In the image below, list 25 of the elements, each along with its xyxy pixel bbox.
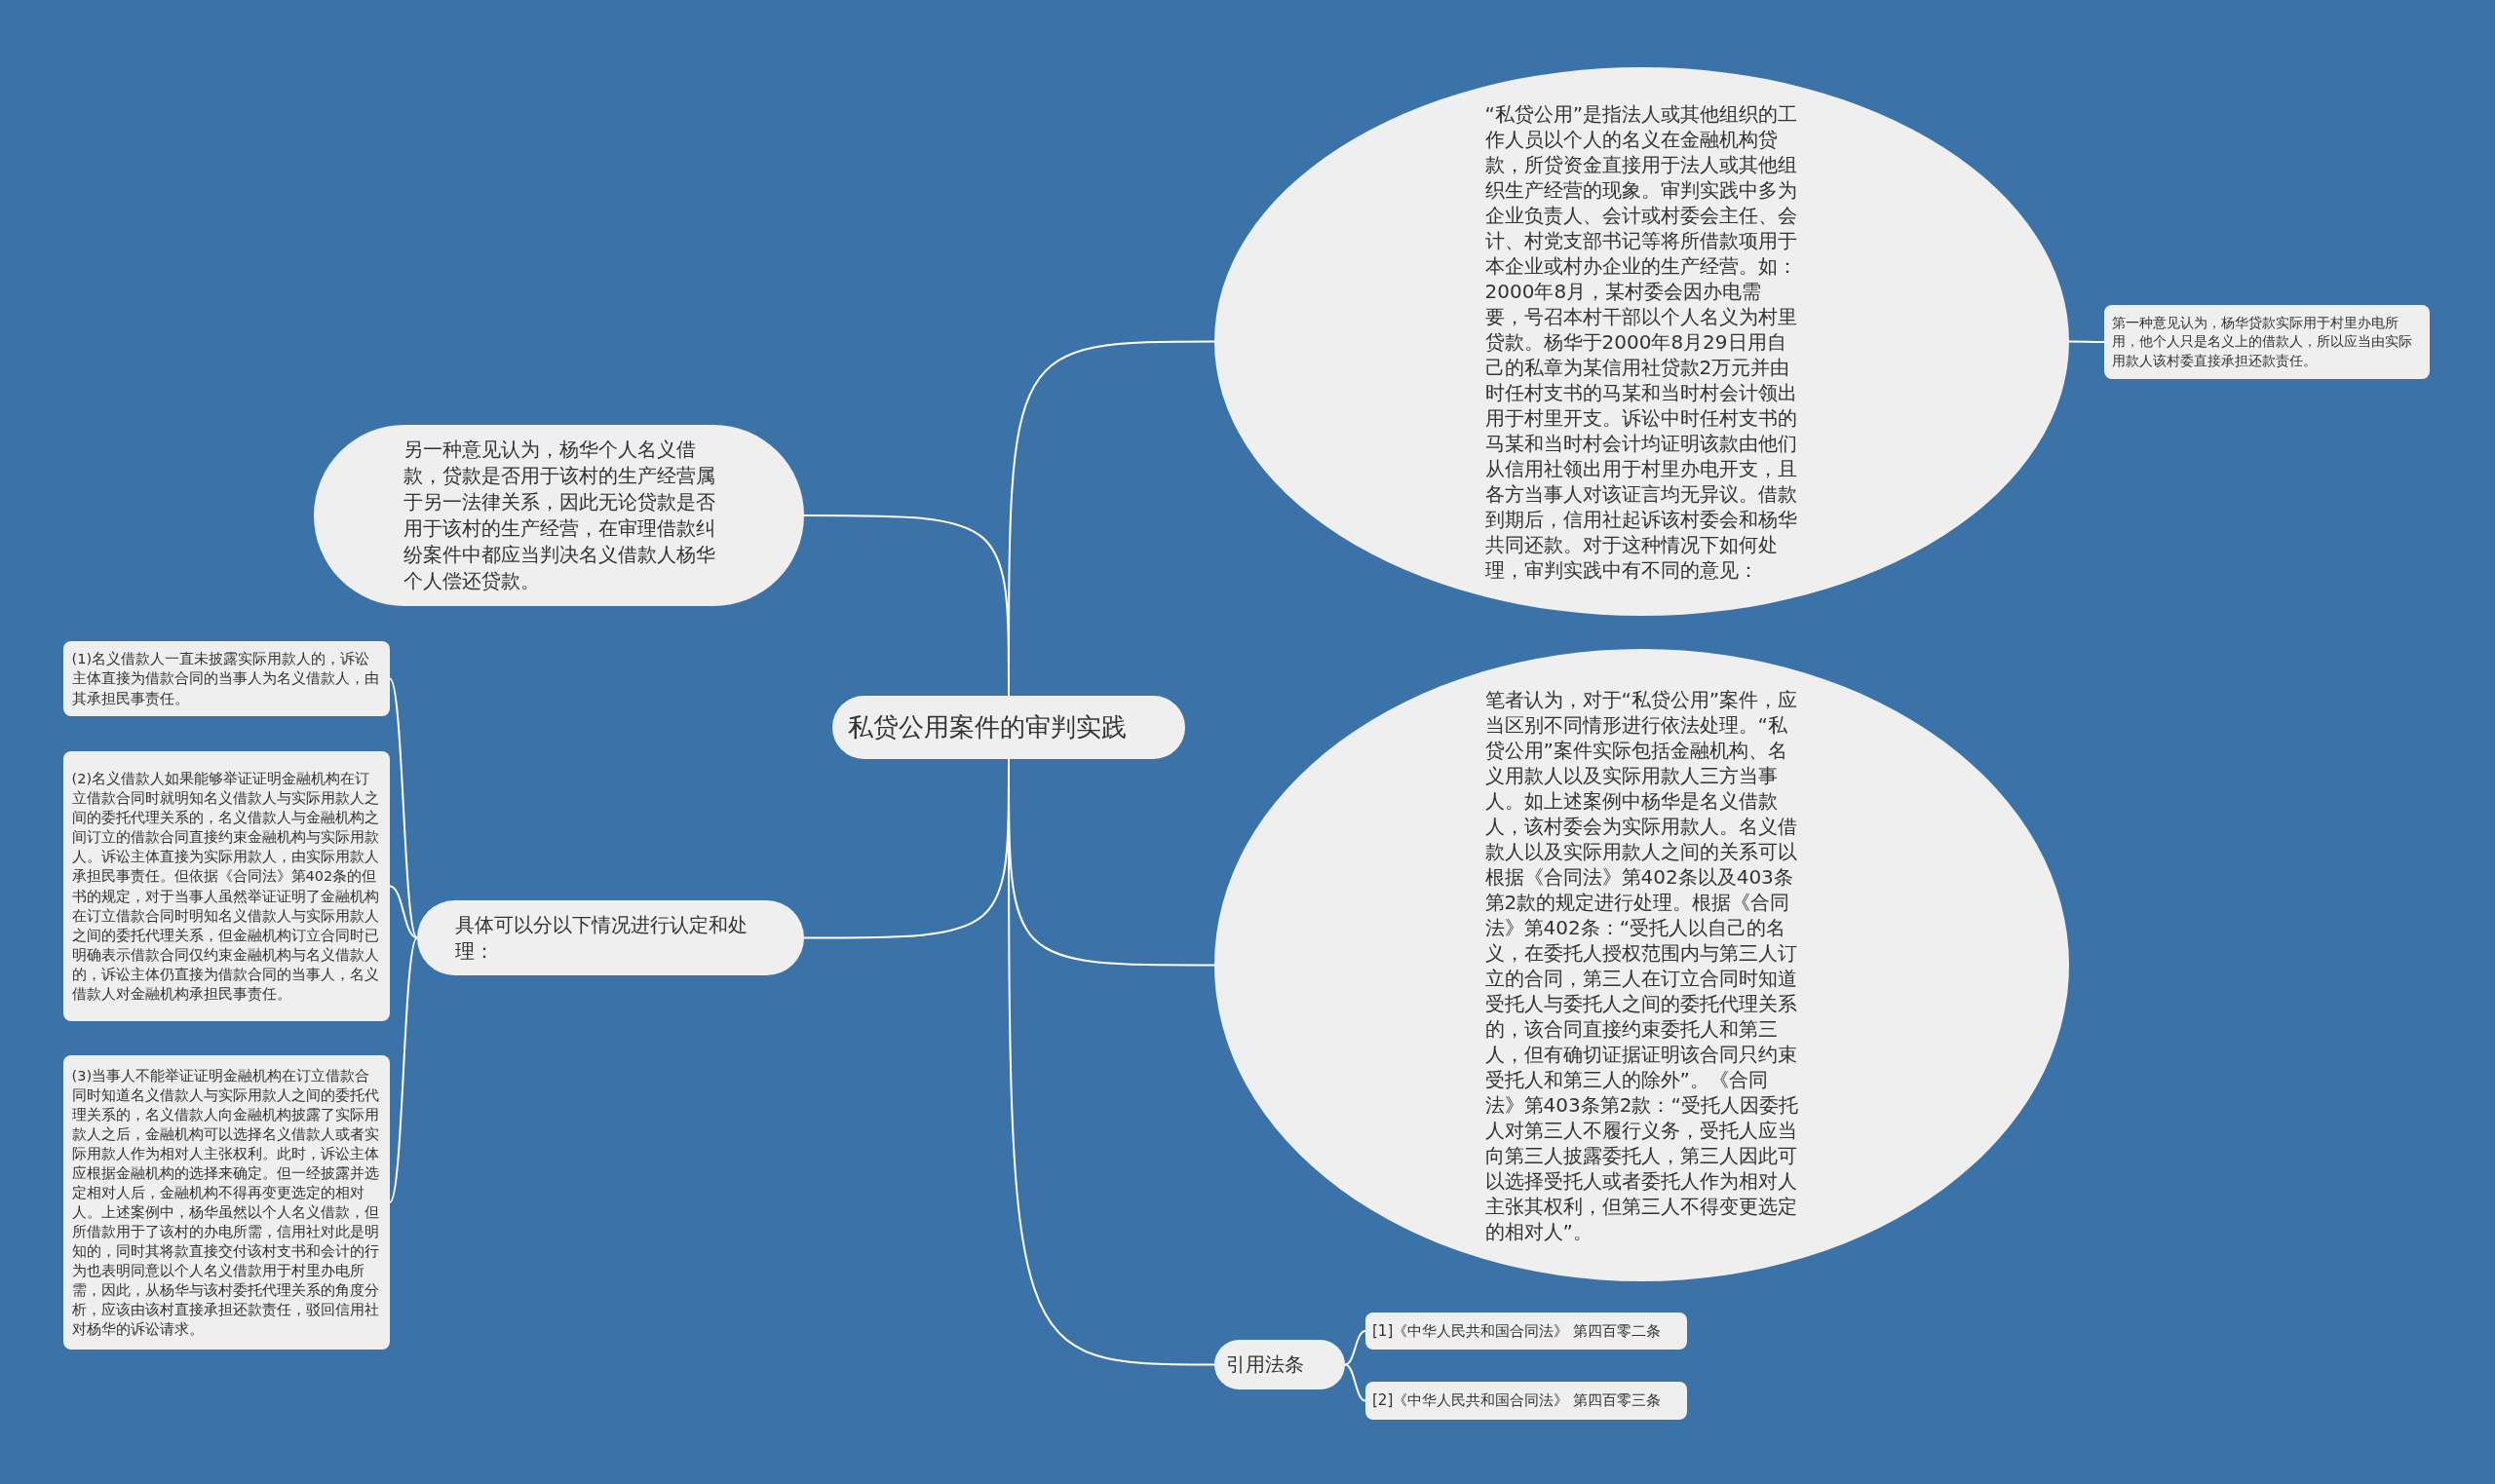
connector-line xyxy=(803,514,1010,697)
connector-line xyxy=(389,677,418,939)
note-card xyxy=(2104,305,2430,379)
node-text: 私贷公用案件的审判实践 xyxy=(848,710,1128,743)
connector-line xyxy=(389,885,418,939)
node-text: 第一种意见认为，杨华贷款实际用于村里办电所用，他个人只是名义上的借款人，所以应当由实际用款人该村委直接承担还款责任。 xyxy=(2112,314,2413,370)
citation-card xyxy=(1365,1313,1687,1350)
node-text: 具体可以分以下情况进行认定和处理： xyxy=(454,911,748,965)
citation-card xyxy=(1365,1382,1687,1420)
node-text: “私贷公用”是指法人或其他组织的工作人员以个人的名义在金融机构贷款，所贷资金直接用于法人或其他组织生产经营的现象。审判实践中多为企业负责人、会计或村委会主任、会计、村党支部书记等将所借款项用于本企业或村办企业的生产经营。如：2000年8月，某村委会因办电需要，号召本村干部以个人名义为村里贷款。杨华于2000年8月29日用自己的私章为某信用社贷款2万元并由时任村支书的马某和当时村会计领出用于村里开支。诉讼中时任村支书的马某和当时村会计均证明该款由他们从信用社领出用于村里办电开支，且各方当事人对该证言均无异议。借款到期后，信用社起诉该村委会和杨华共同还款。对于这种情况下如何处理，审判实践中有不同的意见： xyxy=(1484,100,1799,583)
node-text: [1]《中华人民共和国合同法》 第四百零二条 xyxy=(1372,1320,1662,1342)
node-text: 另一种意见认为，杨华个人名义借款，贷款是否用于该村的生产经营属于另一法律关系，因此无论贷款是否用于该村的生产经营，在审理借款纠纷案件中都应当判决名义借款人杨华个人偿还贷款。 xyxy=(403,437,715,594)
node-text: 笔者认为，对于“私贷公用”案件，应当区别不同情形进行依法处理。“私贷公用”案件实际包括金融机构、名义用款人以及实际用款人三方当事人。如上述案例中杨华是名义借款人，该村委会为实际用款人。名义借款人以及实际用款人之间的关系可以根据《合同法》第402条以及403条第2款的规定进行处理。根据《合同法》第402条：“受托人以自己的名义，在委托人授权范围内与第三人订立的合同，第三人在订立合同时知道受托人与委托人之间的委托代理关系的，该合同直接约束委托人和第三人，但有确切证据证明该合同只约束受托人和第三人的除外”。《合同法》第403条第2款：“受托人因委托人对第三人不履行义务，受托人应当向第三人披露委托人，第三人因此可以选择受托人或者委托人作为相对人主张其权利，但第三人不得变更选定的相对人”。 xyxy=(1484,686,1799,1244)
connector-line xyxy=(1344,1363,1366,1402)
node-text: (2)名义借款人如果能够举证证明金融机构在订立借款合同时就明知名义借款人与实际用款人之间的委托代理关系的，名义借款人与金融机构之间订立的借款合同直接约束金融机构与实际用款人。诉讼主体直接为实际用款人，由实际用款人承担民事责任。但依据《合同法》第402条的但书的规定，对于当事人虽然举证证明了金融机构在订立借款合同时明知名义借款人与实际用款人之间的委托代理关系，但金融机构订立合同时已明确表示借款合同仅约束金融机构与名义借款人的，诉讼主体仍直接为借款合同的当事人，名义借款人对金融机构承担民事责任。 xyxy=(71,770,380,1004)
node-text: (3)当事人不能举证证明金融机构在订立借款合同时知道名义借款人与实际用款人之间的委托代理关系的，名义借款人向金融机构披露了实际用款人之后，金融机构可以选择名义借款人或者实际用款人作为相对人主张权利。此时，诉讼主体应根据金融机构的选择来确定。但一经披露并选定相对人后，金融机构不得再变更选定的相对人。上述案例中，杨华虽然以个人名义借款，但所借款用于了该村的办电所需，信用社对此是明知的，同时其将款直接交付该村支书和会计的行为也表明同意以个人名义借款用于村里办电所需，因此，从杨华与该村委托代理关系的角度分析，应该由该村直接承担还款责任，驳回信用社对杨华的诉讼请求。 xyxy=(71,1066,380,1340)
note-card xyxy=(63,641,390,716)
connector-line xyxy=(2068,340,2105,343)
node-text: 引用法条 xyxy=(1226,1351,1305,1378)
node-text: [2]《中华人民共和国合同法》 第四百零三条 xyxy=(1372,1390,1662,1411)
topic-pill xyxy=(1214,1340,1345,1389)
connector-line xyxy=(1344,1330,1366,1366)
note-card xyxy=(63,751,390,1021)
node-text: (1)名义借款人一直未披露实际用款人的，诉讼主体直接为借款合同的当事人为名义借款人，由其承担民事责任。 xyxy=(71,650,380,708)
connector-line xyxy=(389,936,418,1203)
